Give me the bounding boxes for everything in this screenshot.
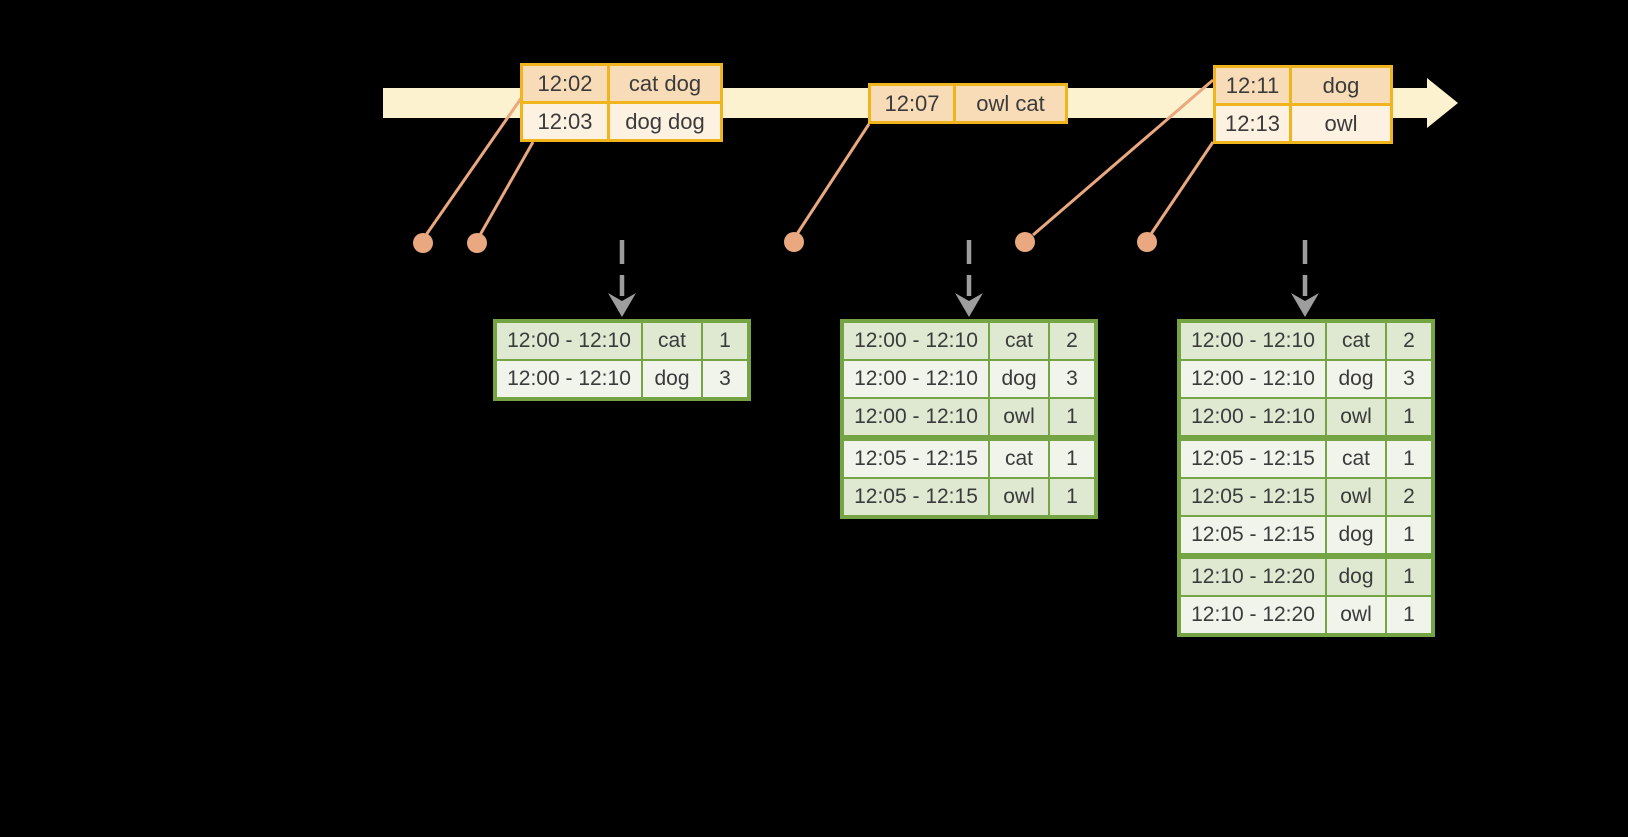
emit-arrow-head-icon bbox=[955, 293, 983, 317]
table-cell: 1 bbox=[1387, 441, 1431, 477]
connector-line bbox=[478, 141, 535, 236]
table-cell: owl bbox=[1292, 106, 1390, 141]
table-cell: dog bbox=[990, 361, 1048, 397]
connector-line bbox=[424, 96, 524, 236]
table-cell: cat bbox=[1327, 441, 1385, 477]
table-cell: 12:07 bbox=[871, 86, 953, 121]
table-cell: 12:05 - 12:15 bbox=[1181, 479, 1325, 515]
table-cell: 12:00 - 12:10 bbox=[1181, 399, 1325, 435]
table-cell: 12:00 - 12:10 bbox=[1181, 323, 1325, 359]
table-cell: owl bbox=[1327, 597, 1385, 633]
emit-arrow-head-icon bbox=[608, 293, 636, 317]
table-cell: 1 bbox=[703, 323, 747, 359]
table-cell: 12:05 - 12:15 bbox=[1181, 441, 1325, 477]
table-cell: 12:13 bbox=[1216, 106, 1289, 141]
table-cell: dog bbox=[643, 361, 701, 397]
table-cell: 1 bbox=[1387, 559, 1431, 595]
table-cell: cat bbox=[990, 323, 1048, 359]
table-cell: owl bbox=[1327, 479, 1385, 515]
table-cell: 1 bbox=[1387, 517, 1431, 553]
table-cell: 1 bbox=[1050, 399, 1094, 435]
table-cell: 3 bbox=[1050, 361, 1094, 397]
table-cell: 12:02 bbox=[523, 66, 607, 101]
table-cell: 1 bbox=[1387, 597, 1431, 633]
table-cell: owl bbox=[990, 479, 1048, 515]
table-cell: dog bbox=[1327, 559, 1385, 595]
table-cell: 12:05 - 12:15 bbox=[844, 479, 988, 515]
event-dot-icon bbox=[1137, 232, 1157, 252]
timeline-arrow-icon bbox=[1427, 78, 1458, 128]
connector-line bbox=[795, 123, 871, 235]
event-dot-icon bbox=[784, 232, 804, 252]
table-cell: dog dog bbox=[610, 104, 720, 139]
table-cell: 1 bbox=[1050, 479, 1094, 515]
table-cell: owl cat bbox=[956, 86, 1065, 121]
table-cell: dog bbox=[1327, 517, 1385, 553]
table-cell: 12:00 - 12:10 bbox=[844, 323, 988, 359]
table-cell: 3 bbox=[1387, 361, 1431, 397]
table-cell: 12:03 bbox=[523, 104, 607, 139]
connector-line bbox=[1032, 78, 1214, 237]
table-cell: 12:05 - 12:15 bbox=[844, 441, 988, 477]
table-cell: 12:00 - 12:10 bbox=[844, 361, 988, 397]
table-cell: 12:00 - 12:10 bbox=[1181, 361, 1325, 397]
table-cell: cat dog bbox=[610, 66, 720, 101]
table-cell: cat bbox=[990, 441, 1048, 477]
table-cell: 12:00 - 12:10 bbox=[497, 361, 641, 397]
table-cell: dog bbox=[1327, 361, 1385, 397]
table-cell: 12:05 - 12:15 bbox=[1181, 517, 1325, 553]
event-dot-icon bbox=[1015, 232, 1035, 252]
table-cell: 2 bbox=[1050, 323, 1094, 359]
connector-line bbox=[1149, 141, 1215, 235]
table-cell: owl bbox=[1327, 399, 1385, 435]
table-cell: 2 bbox=[1387, 323, 1431, 359]
table-cell: 12:10 - 12:20 bbox=[1181, 559, 1325, 595]
table-cell: cat bbox=[1327, 323, 1385, 359]
table-cell: cat bbox=[643, 323, 701, 359]
table-cell: 12:00 - 12:10 bbox=[497, 323, 641, 359]
table-cell: 3 bbox=[703, 361, 747, 397]
table-cell: 12:11 bbox=[1216, 68, 1289, 103]
table-cell: 1 bbox=[1387, 399, 1431, 435]
emit-arrow-head-icon bbox=[1291, 293, 1319, 317]
table-cell: 12:00 - 12:10 bbox=[844, 399, 988, 435]
table-cell: 1 bbox=[1050, 441, 1094, 477]
table-cell: 2 bbox=[1387, 479, 1431, 515]
table-cell: dog bbox=[1292, 68, 1390, 103]
event-dot-icon bbox=[413, 233, 433, 253]
table-cell: owl bbox=[990, 399, 1048, 435]
event-dot-icon bbox=[467, 233, 487, 253]
table-cell: 12:10 - 12:20 bbox=[1181, 597, 1325, 633]
